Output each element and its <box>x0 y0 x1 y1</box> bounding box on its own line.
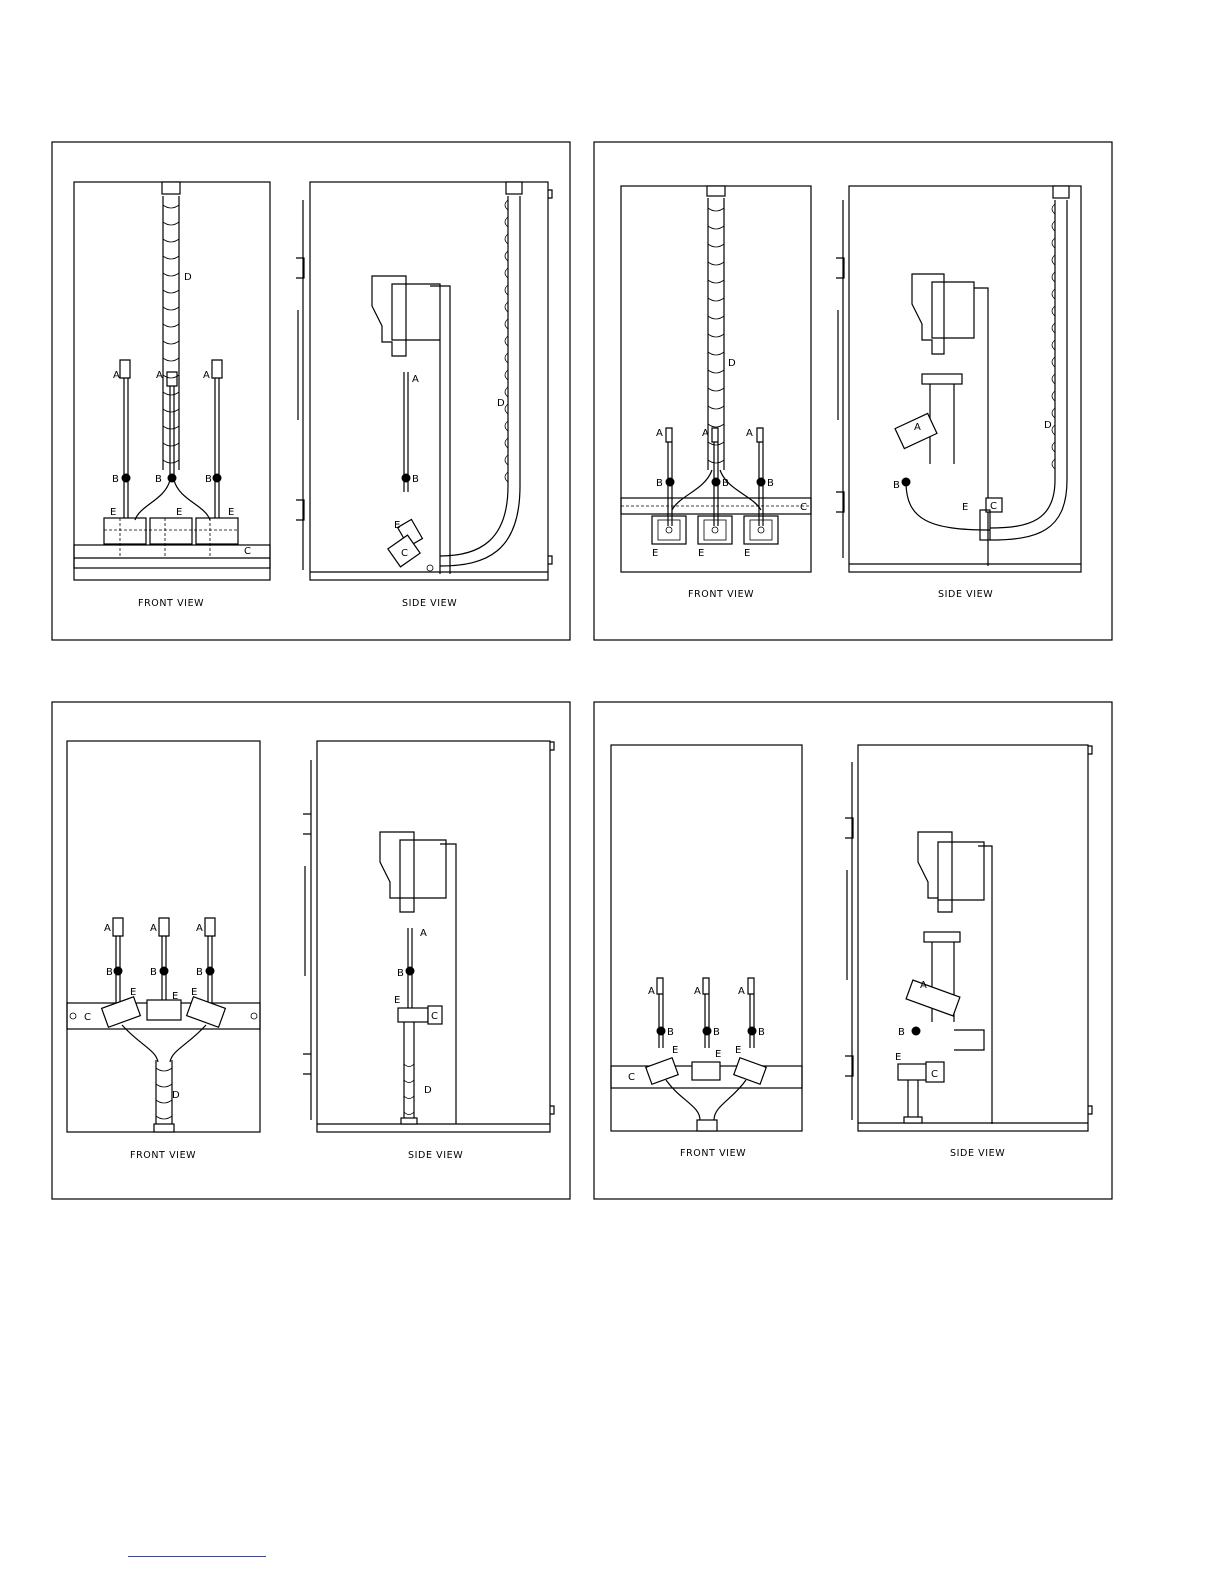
label-a: A <box>656 428 663 439</box>
caption-front-view: FRONT VIEW <box>680 1148 746 1159</box>
label-e: E <box>172 991 178 1002</box>
label-e: E <box>191 987 197 998</box>
label-d: D <box>424 1085 432 1096</box>
panel-2-front-view: A A A B B B E E E C D FRONT VIEW <box>621 186 811 600</box>
panel-4-side-view: A B E C SIDE VIEW <box>845 745 1092 1159</box>
panel-1: A A A B B B E E E C D FRONT VIEW <box>52 142 570 640</box>
label-c: C <box>628 1072 635 1083</box>
label-a: A <box>738 986 745 997</box>
panel-3: A A A B B B E E E C D FRONT VIEW A <box>52 702 570 1199</box>
label-d: D <box>728 358 736 369</box>
label-a: A <box>203 370 210 381</box>
caption-side-view: SIDE VIEW <box>950 1148 1005 1159</box>
label-c: C <box>990 501 997 512</box>
footer-link-rule <box>128 1556 266 1557</box>
label-d: D <box>1044 420 1052 431</box>
label-e: E <box>962 502 968 513</box>
caption-front-view: FRONT VIEW <box>138 598 204 609</box>
caption-side-view: SIDE VIEW <box>402 598 457 609</box>
label-a: A <box>648 986 655 997</box>
label-e: E <box>735 1045 741 1056</box>
label-b: B <box>713 1027 720 1038</box>
label-c: C <box>244 546 251 557</box>
caption-side-view: SIDE VIEW <box>408 1150 463 1161</box>
label-e: E <box>176 507 182 518</box>
label-e: E <box>652 548 658 559</box>
label-b: B <box>412 474 419 485</box>
caption-side-view: SIDE VIEW <box>938 589 993 600</box>
label-b: B <box>722 478 729 489</box>
label-a: A <box>702 428 709 439</box>
label-d: D <box>184 272 192 283</box>
label-b: B <box>758 1027 765 1038</box>
label-b: B <box>667 1027 674 1038</box>
panel-1-side-view: A B E C D SIDE VIEW <box>296 182 552 609</box>
label-c: C <box>401 548 408 559</box>
label-a: A <box>196 923 203 934</box>
label-c: C <box>800 502 807 513</box>
label-b: B <box>150 967 157 978</box>
panel-4: A A A B B B E E E C FRONT VIEW <box>594 702 1112 1199</box>
label-d: D <box>497 398 505 409</box>
label-c: C <box>84 1012 91 1023</box>
label-e: E <box>394 995 400 1006</box>
panel-3-front-view: A A A B B B E E E C D FRONT VIEW <box>67 741 260 1161</box>
label-a: A <box>113 370 120 381</box>
label-d: D <box>172 1090 180 1101</box>
panel-4-front-view: A A A B B B E E E C FRONT VIEW <box>611 745 802 1159</box>
label-b: B <box>767 478 774 489</box>
label-e: E <box>110 507 116 518</box>
label-e: E <box>698 548 704 559</box>
panel-1-front-view: A A A B B B E E E C D FRONT VIEW <box>74 182 270 609</box>
label-a: A <box>412 374 419 385</box>
caption-front-view: FRONT VIEW <box>688 589 754 600</box>
panel-3-side-view: A B E C D SIDE VIEW <box>303 741 554 1161</box>
label-b: B <box>196 967 203 978</box>
label-b: B <box>656 478 663 489</box>
label-e: E <box>130 987 136 998</box>
label-b: B <box>893 480 900 491</box>
panel-2: A A A B B B E E E C D FRONT VIEW <box>594 142 1112 640</box>
label-e: E <box>228 507 234 518</box>
panel-2-side-view: A B E C D SIDE VIEW <box>836 186 1081 600</box>
label-e: E <box>715 1049 721 1060</box>
label-b: B <box>898 1027 905 1038</box>
caption-front-view: FRONT VIEW <box>130 1150 196 1161</box>
label-e: E <box>394 520 400 531</box>
label-a: A <box>694 986 701 997</box>
label-e: E <box>744 548 750 559</box>
label-a: A <box>156 370 163 381</box>
label-b: B <box>112 474 119 485</box>
label-b: B <box>205 474 212 485</box>
label-c: C <box>931 1069 938 1080</box>
label-a: A <box>920 980 927 991</box>
label-a: A <box>150 923 157 934</box>
label-c: C <box>431 1011 438 1022</box>
label-a: A <box>420 928 427 939</box>
label-a: A <box>914 422 921 433</box>
label-e: E <box>672 1045 678 1056</box>
label-b: B <box>397 968 404 979</box>
label-e: E <box>895 1052 901 1063</box>
label-b: B <box>106 967 113 978</box>
label-b: B <box>155 474 162 485</box>
label-a: A <box>746 428 753 439</box>
label-a: A <box>104 923 111 934</box>
